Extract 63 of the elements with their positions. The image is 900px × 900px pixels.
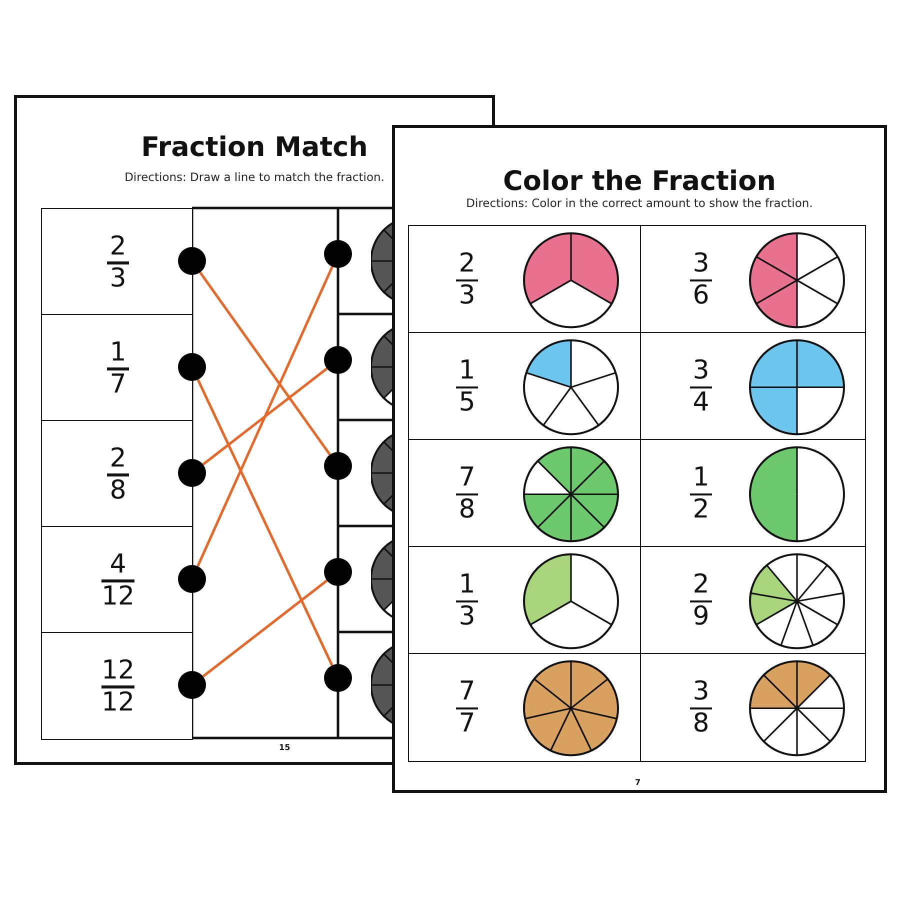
numerator: 2 [110,445,126,473]
matching-line [196,379,334,666]
numerator: 7 [458,678,476,706]
worksheet-title: Color the Fraction [503,166,776,197]
matching-dot [324,346,352,374]
denominator: 3 [110,265,126,293]
numerator: 1 [110,339,126,367]
denominator: 7 [110,371,126,399]
directions-text: Directions: Color in the correct amount to show the fraction. [466,196,813,210]
denominator: 2 [692,496,710,524]
fraction-cell [640,225,866,334]
numerator: 3 [692,678,710,706]
numerator: 3 [692,250,710,278]
fraction-cell [640,332,866,440]
fraction-cell [41,208,193,316]
worksheet-title: Fraction Match [141,132,368,163]
numerator: 4 [110,551,126,579]
matching-line [196,266,334,567]
matching-dot [324,240,352,268]
denominator: 8 [692,710,710,738]
fraction-cell [408,653,642,762]
numerator: 1 [458,358,476,385]
denominator: 8 [110,477,126,505]
worksheet-page [14,95,392,765]
numerator: 2 [110,233,126,261]
fraction-cell [640,653,866,762]
matching-line [202,368,328,466]
numerator: 1 [692,464,710,492]
denominator: 4 [692,390,710,417]
worksheet-page [392,125,887,793]
page-number: 15 [279,743,290,752]
directions-text: Directions: Draw a line to match the fraction. [124,170,384,184]
fraction-cell [408,546,642,654]
denominator: 12 [101,583,135,611]
numerator: 7 [458,464,476,492]
matching-line [199,272,331,456]
denominator: 12 [101,689,135,717]
fraction-cell [408,332,642,440]
fraction-cell [408,225,642,334]
denominator: 5 [458,390,476,417]
numerator: 1 [458,572,476,599]
matching-dot [324,664,352,692]
matching-line [202,580,328,678]
denominator: 9 [692,604,710,631]
fraction-cell [41,420,193,528]
denominator: 3 [458,604,476,631]
numerator: 2 [458,250,476,278]
numerator: 3 [692,358,710,385]
numerator: 12 [101,657,135,685]
denominator: 8 [458,496,476,524]
denominator: 3 [458,282,476,310]
page-number: 7 [635,778,641,787]
fraction-cell [41,632,193,740]
matching-dot [324,452,352,480]
fraction-cell [640,546,866,654]
fraction-cell [41,526,193,634]
fraction-cell [408,439,642,548]
matching-dot [324,558,352,586]
fraction-cell [640,439,866,548]
denominator: 7 [458,710,476,738]
fraction-cell [41,314,193,422]
denominator: 6 [692,282,710,310]
numerator: 2 [692,572,710,599]
